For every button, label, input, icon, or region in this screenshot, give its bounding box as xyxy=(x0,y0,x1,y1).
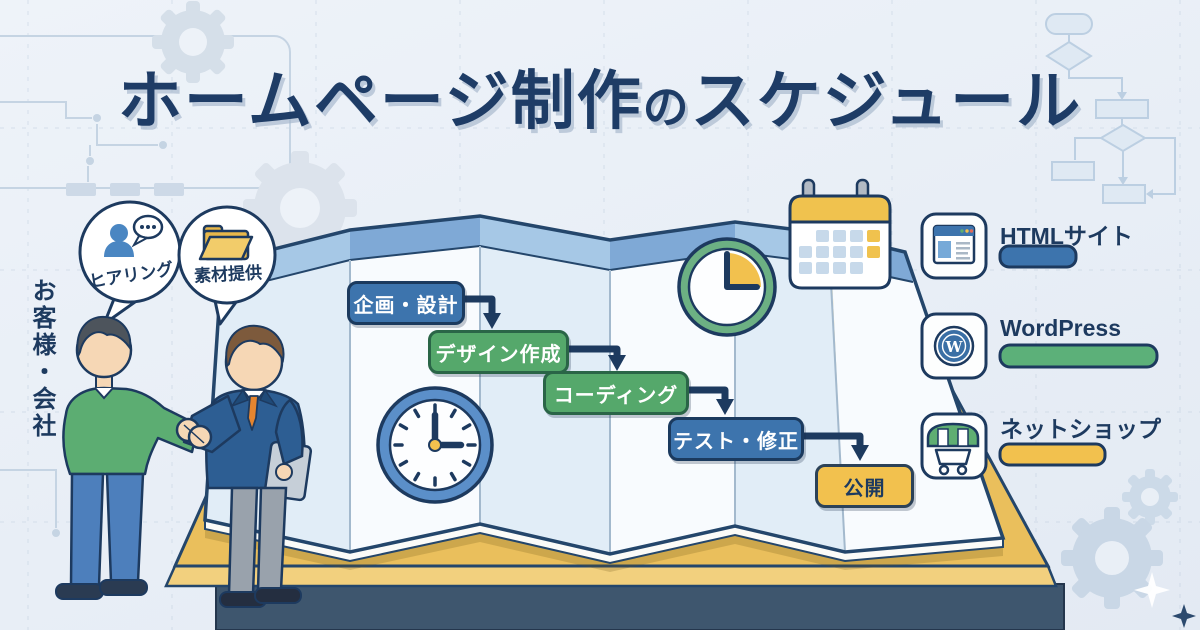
wordpress-logo-icon: W xyxy=(933,325,975,367)
flow-step-design: デザイン作成 xyxy=(428,330,569,374)
gantt-bar-html xyxy=(998,244,1078,269)
map-outline xyxy=(203,214,1006,556)
deliverable-card-html xyxy=(920,212,988,280)
handshake xyxy=(175,417,213,450)
gear-icon xyxy=(152,1,234,83)
map-shadow xyxy=(205,520,1003,572)
flow-arrow xyxy=(455,295,496,318)
flow-step-coding: コーディング xyxy=(543,371,689,415)
title-part-2: スケジュール xyxy=(690,65,1083,137)
flowchart-ghost xyxy=(1045,13,1176,204)
shop-cart-icon xyxy=(926,422,980,476)
deliverable-card-wordpress: W xyxy=(920,312,988,380)
calendar-days xyxy=(799,230,880,274)
flow-arrow xyxy=(679,386,729,404)
flow-step-planning: 企画・設計 xyxy=(347,281,465,325)
gear-icon xyxy=(1122,469,1178,525)
folder-icon xyxy=(198,224,254,261)
table-base xyxy=(215,583,1065,630)
circuit-traces xyxy=(0,35,291,537)
person-chat-icon xyxy=(104,214,164,257)
clock-icon xyxy=(376,386,494,504)
flow-arrowhead xyxy=(608,355,626,371)
deliverable-label-shop: ネットショップ xyxy=(1000,416,1161,442)
calendar-icon xyxy=(788,178,892,290)
speech-bubble-hearing xyxy=(78,200,182,326)
sparkle-icon xyxy=(1172,604,1196,628)
gantt-bar-wordpress xyxy=(998,343,1159,369)
actors-label: お客様・会社 xyxy=(28,278,55,440)
flow-step-testing: テスト・修正 xyxy=(668,417,804,461)
browser-icon xyxy=(932,224,976,265)
sparkle-icon xyxy=(1134,572,1170,608)
customer-figure xyxy=(55,315,200,600)
title-part-1: ホームページ制作 xyxy=(117,65,643,137)
svg-text:W: W xyxy=(945,338,964,356)
deliverable-label-wordpress: WordPress xyxy=(1000,315,1122,341)
flow-arrowhead xyxy=(716,399,734,415)
developer-figure xyxy=(182,324,313,608)
deliverable-card-shop xyxy=(920,412,988,480)
flow-arrows xyxy=(455,295,869,461)
title-particle: の xyxy=(642,81,691,133)
flow-step-launch: 公開 xyxy=(815,464,914,508)
flow-arrow xyxy=(559,345,621,360)
gantt-bar-shop xyxy=(998,442,1107,467)
page-title: ホームページ制作のスケジュール xyxy=(0,50,1200,142)
speech-bubble-materials xyxy=(177,205,277,326)
flow-arrowhead xyxy=(851,445,869,461)
deliverable-label-html: HTMLサイト xyxy=(1000,223,1133,249)
quarter-clock-icon xyxy=(677,237,777,337)
flow-arrow xyxy=(794,432,864,450)
bubble-label-materials: 素材提供 xyxy=(193,263,263,286)
flow-arrowhead xyxy=(483,313,501,329)
